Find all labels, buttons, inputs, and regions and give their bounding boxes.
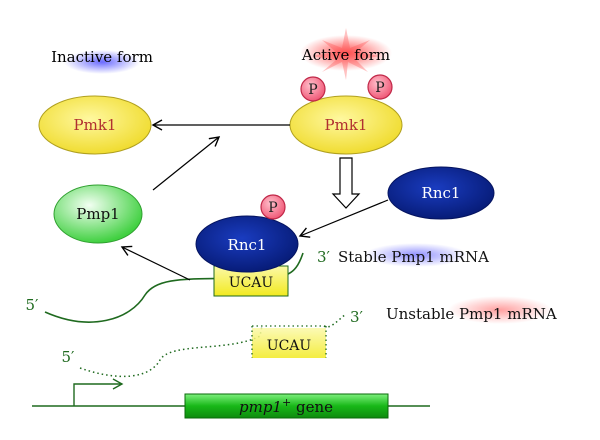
gene-box: pmp1+ gene [184,393,389,419]
stable-five-prime: 5′ [26,296,40,314]
rnc1-free-node: Rnc1 [387,166,495,220]
phospho-label: P [308,82,317,98]
arrow-rnc1-binding [298,199,389,238]
phospho-badge-left: P [300,76,326,102]
active-starburst [300,28,392,80]
active-form-label: Active form [301,46,390,64]
pmk1-inactive-node: Pmk1 [38,95,152,155]
stable-mrna-strand [44,252,304,323]
block-arrow-phosphorylation [331,157,361,209]
phospho-badge-rnc1: P [260,194,286,220]
rnc1-bound-node: Rnc1 [195,215,299,273]
unstable-mrna-strand-b [323,313,347,328]
inactive-glow [64,50,140,74]
phospho-label: P [268,200,277,216]
phospho-badge-right: P [367,74,393,100]
unstable-three-prime: 3′ [350,308,364,326]
pmk1-active-label: Pmk1 [325,116,368,134]
promoter-arrow [73,378,124,406]
gene-name: pmp1 [239,398,282,416]
ucau-unstable-label: UCAU [267,338,312,354]
rnc1-bound-label: Rnc1 [228,236,267,254]
gene-suffix: gene [291,398,333,416]
unstable-five-prime: 5′ [62,348,76,366]
arrow-pmp1-to-pmk1 [152,136,221,191]
unstable-glow [448,296,552,324]
gene-superscript: + [282,396,291,409]
ucau-stable-label: UCAU [229,275,274,291]
gene-label: pmp1+ gene [239,396,333,416]
ucau-unstable-box: UCAU [251,325,327,358]
stable-mrna-label: Stable Pmp1 mRNA [338,248,489,266]
rnc1-free-label: Rnc1 [422,184,461,202]
pmk1-active-node: Pmk1 [289,95,403,155]
pmk1-inactive-label: Pmk1 [74,116,117,134]
stable-three-prime: 3′ [317,248,331,266]
unstable-mrna-strand-a [79,325,263,378]
stable-glow [364,243,468,267]
pmp1-label: Pmp1 [76,205,119,223]
pmp1-node: Pmp1 [53,184,143,244]
unstable-mrna-label: Unstable Pmp1 mRNA [386,305,557,323]
inactive-form-label: Inactive form [51,48,153,66]
phospho-label: P [375,80,384,96]
arrow-translation [120,245,191,281]
